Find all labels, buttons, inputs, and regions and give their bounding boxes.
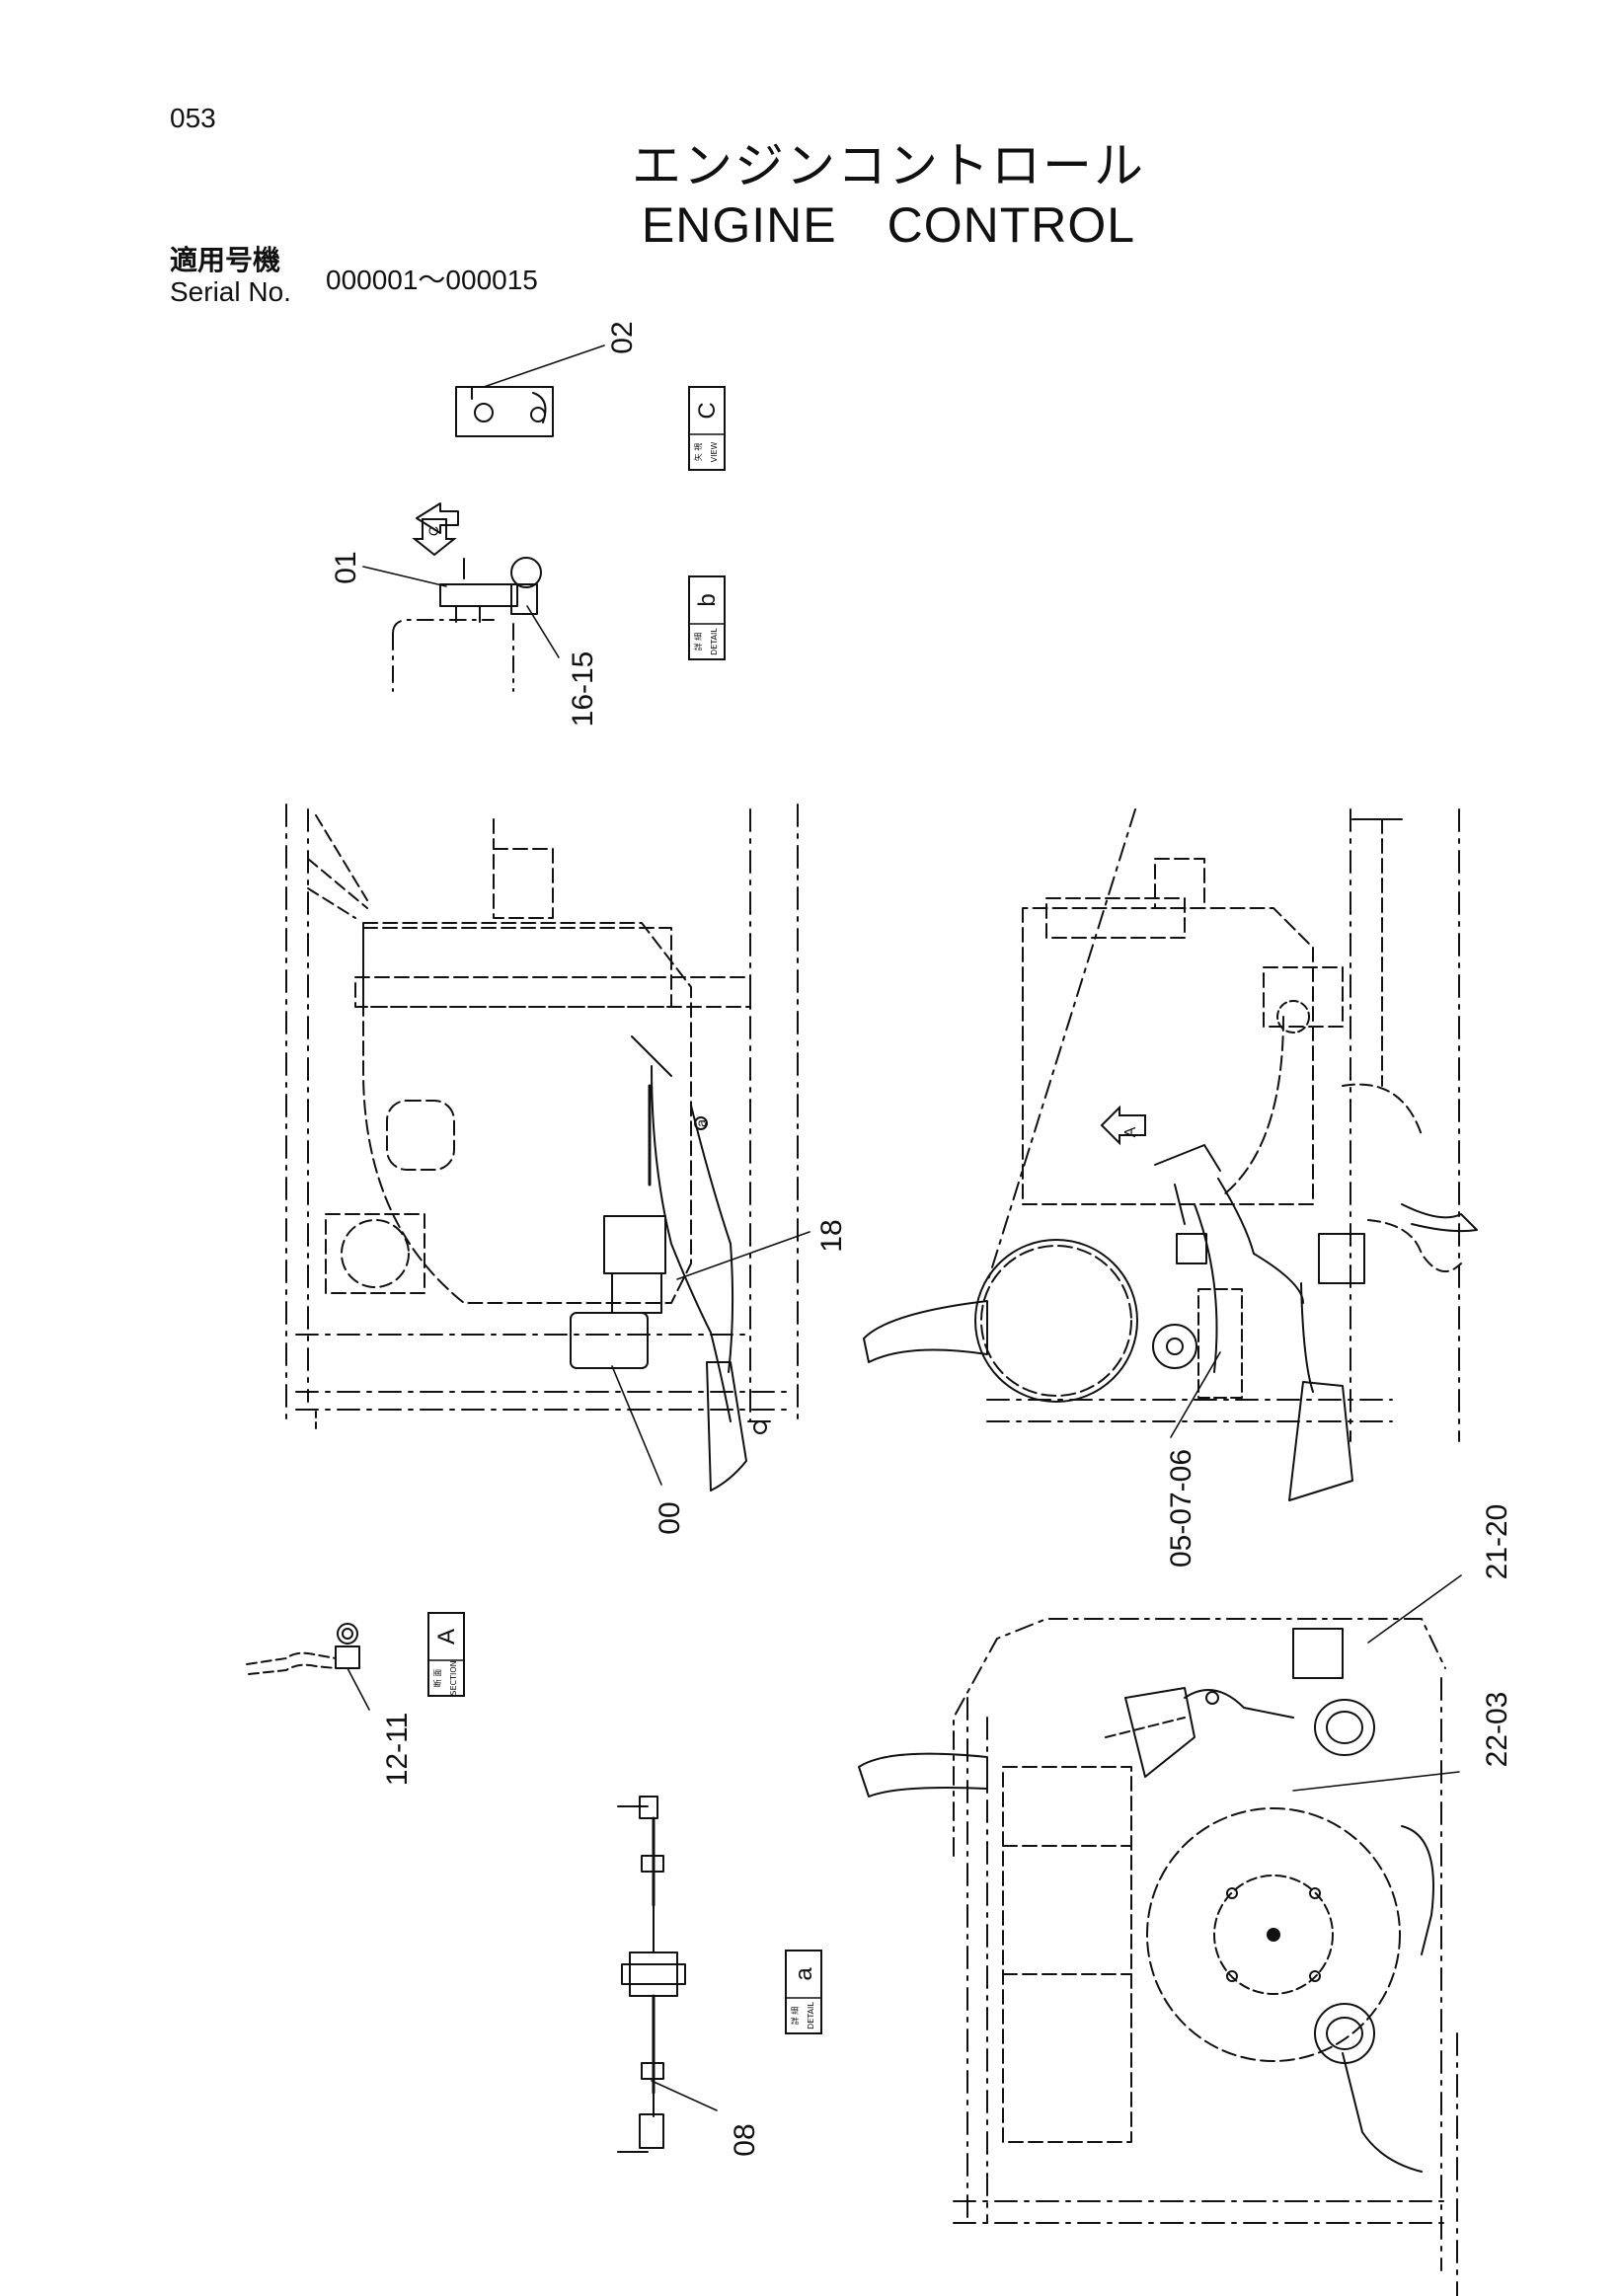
arrow-a-marker: A <box>1100 1105 1146 1146</box>
detail-a-kind-en: DETAIL <box>807 2002 815 2029</box>
part-label-21-20: 21-20 <box>1481 1504 1513 1580</box>
view-c-bracket-drawing <box>455 386 554 437</box>
detail-b-bracket-drawing <box>392 502 542 692</box>
view-c-tag: C 矢 視 VIEW <box>688 386 726 471</box>
arrow-c-marker: C <box>412 518 457 557</box>
page-number: 053 <box>170 103 216 133</box>
engine-left-view-drawing <box>285 804 799 1492</box>
view-c-kind-en: VIEW <box>710 442 719 463</box>
part-label-16-15: 16-15 <box>567 651 599 727</box>
detail-a-cable-drawing <box>617 1796 686 2153</box>
section-a-kind-en: SECTION <box>449 1660 458 1695</box>
part-label-18: 18 <box>815 1219 848 1252</box>
part-label-01: 01 <box>330 551 362 583</box>
view-tags: C 矢 視 VIEW b 詳 細 DETAIL A 断 面 SECTION a … <box>427 386 822 2034</box>
part-labels: 02 01 16-15 18 00 05-07-06 21-20 22-03 1… <box>330 321 1513 2156</box>
direction-markers: C A a <box>412 518 1146 1146</box>
serial-label-japanese: 適用号機 <box>170 244 281 276</box>
part-label-02: 02 <box>606 321 639 353</box>
section-a-part-drawing <box>246 1623 360 1675</box>
detail-a-kind-jp: 詳 細 <box>790 2007 800 2026</box>
part-label-12-11: 12-11 <box>381 1713 414 1787</box>
section-a-kind-jp: 断 面 <box>432 1669 442 1688</box>
arrow-a-letter: A <box>1122 1126 1139 1137</box>
section-a-letter: A <box>433 1629 460 1645</box>
detail-b-tag: b 詳 細 DETAIL <box>688 575 726 660</box>
detail-b-letter: b <box>694 593 721 606</box>
arrow-c-letter: C <box>425 526 441 536</box>
view-c-kind-jp: 矢 視 <box>693 443 703 462</box>
detail-b-kind-jp: 詳 細 <box>693 633 703 651</box>
serial-range: 000001～000015 <box>326 265 538 295</box>
view-c-letter: C <box>694 402 721 419</box>
leader-lines <box>347 344 1462 2111</box>
engine-rear-view-drawing <box>858 1618 1458 2296</box>
detail-a-tag: a 詳 細 DETAIL <box>785 1950 822 2034</box>
section-a-tag: A 断 面 SECTION <box>427 1612 465 1697</box>
title-japanese: エンジンコントロール <box>632 137 1145 194</box>
part-label-22-03: 22-03 <box>1481 1692 1513 1768</box>
engine-right-view-drawing <box>863 808 1478 1501</box>
part-label-08: 08 <box>729 2123 761 2156</box>
title-english: ENGINE CONTROL <box>641 197 1136 253</box>
detail-b-kind-en: DETAIL <box>710 628 719 655</box>
detail-a-letter: a <box>791 1967 817 1981</box>
circle-a-letter: a <box>693 1119 709 1127</box>
serial-label-english: Serial No. <box>170 276 291 307</box>
part-label-00: 00 <box>654 1501 686 1534</box>
circle-a-marker: a <box>693 1119 709 1127</box>
part-label-05-07-06: 05-07-06 <box>1165 1449 1197 1568</box>
